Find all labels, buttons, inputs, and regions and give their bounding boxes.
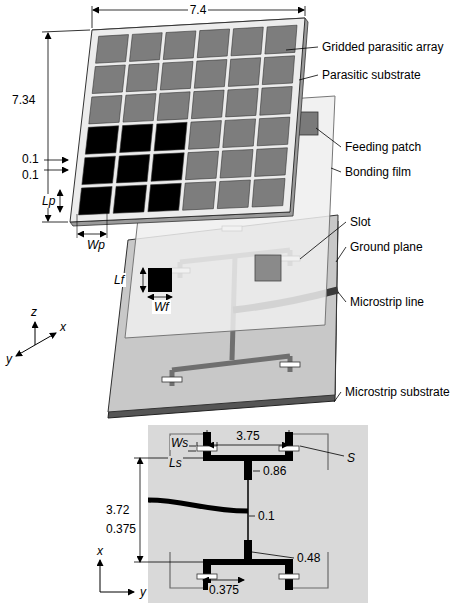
parasitic-cell <box>255 148 288 177</box>
part-label: 7.34 <box>10 93 37 107</box>
part-label: 0.1 <box>20 168 41 182</box>
parasitic-cell <box>217 180 250 209</box>
part-label: Microstrip line <box>348 295 426 309</box>
part-label: Ws <box>170 436 189 450</box>
parasitic-cell <box>113 185 147 213</box>
parasitic-cell <box>126 63 159 91</box>
parasitic-cell <box>120 124 153 152</box>
parasitic-cell <box>252 178 285 207</box>
parasitic-cell <box>85 126 118 154</box>
parasitic-cell <box>160 61 193 90</box>
parasitic-cell <box>183 182 216 211</box>
part-label: Wp <box>85 238 107 252</box>
parasitic-cell <box>157 92 190 121</box>
parasitic-cell <box>130 33 163 62</box>
parasitic-cell <box>82 156 116 184</box>
part-label: y <box>4 352 14 366</box>
part-label: Feeding patch <box>343 140 423 154</box>
parasitic-cell <box>194 60 227 89</box>
parasitic-cell <box>163 31 196 60</box>
parasitic-cell <box>116 155 149 183</box>
parasitic-cell <box>89 95 122 124</box>
parasitic-cell <box>191 90 224 119</box>
part-label: 0.48 <box>296 551 321 565</box>
part-label: 0.375 <box>208 583 240 597</box>
parasitic-cell <box>189 121 222 150</box>
parasitic-cell <box>220 150 253 179</box>
parasitic-cell <box>262 56 294 85</box>
parasitic-cell <box>223 119 256 148</box>
parasitic-cell <box>260 87 292 116</box>
part-label: 0.1 <box>257 509 276 523</box>
part-label: x <box>95 544 105 558</box>
parasitic-cell <box>154 122 187 151</box>
parasitic-cell <box>226 88 259 117</box>
parasitic-cell <box>123 94 156 123</box>
parasitic-cell <box>92 65 125 94</box>
part-label: 3.75 <box>235 429 260 443</box>
part-label: Ground plane <box>348 240 425 254</box>
part-label: 0.1 <box>20 152 41 166</box>
part-label: Gridded parasitic array <box>320 40 445 54</box>
parasitic-cell <box>96 35 129 64</box>
part-label: Wf <box>152 300 171 314</box>
parasitic-cell <box>148 183 181 211</box>
part-label: 3.72 <box>104 503 131 517</box>
parasitic-cell <box>231 27 263 56</box>
part-label: 0.375 <box>104 522 138 536</box>
part-label: Parasitic substrate <box>320 68 423 82</box>
part-label: Slot <box>348 215 373 229</box>
part-label: Microstrip substrate <box>343 385 452 399</box>
part-label: S <box>346 451 356 465</box>
part-label: Lf <box>112 273 126 287</box>
part-label: Ls <box>168 456 183 470</box>
parasitic-cell <box>257 117 290 146</box>
parasitic-cell <box>151 153 184 182</box>
part-label: 7.4 <box>188 3 209 17</box>
parasitic-cell <box>228 58 260 87</box>
parasitic-cell <box>197 29 229 58</box>
parasitic-cell <box>186 151 219 180</box>
part-label: z <box>29 305 39 319</box>
part-label: x <box>58 320 68 334</box>
parasitic-cell <box>79 187 113 215</box>
part-label: y <box>138 585 148 599</box>
part-label: 0.86 <box>262 464 287 478</box>
part-label: Bonding film <box>343 165 413 179</box>
part-label: Lp <box>40 194 57 208</box>
